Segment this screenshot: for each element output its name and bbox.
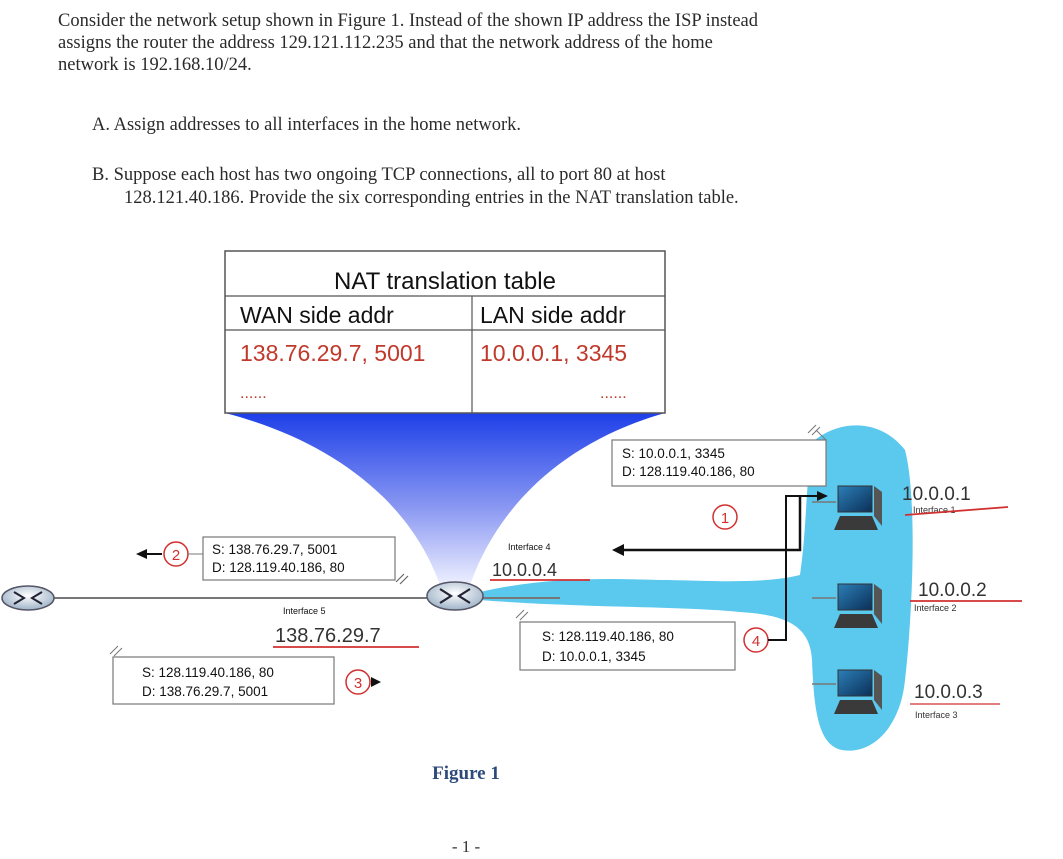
row-lan-value: 10.0.0.1, 3345	[480, 340, 627, 366]
packet-1-destination: D: 128.119.40.186, 80	[622, 464, 755, 479]
question-intro: Consider the network setup shown in Figu…	[58, 10, 978, 76]
nat-cone	[225, 413, 665, 585]
packet-1-arrowhead	[612, 544, 624, 556]
step-1-badge	[712, 504, 738, 530]
packet-3-source: S: 128.119.40.186, 80	[142, 665, 274, 680]
host-2-interface-label: Interface 2	[914, 603, 957, 613]
intro-line-3: network is 192.168.10/24.	[58, 55, 252, 75]
row-wan-value: 138.76.29.7, 5001	[240, 340, 425, 366]
nat-table: NAT translation table WAN side addr LAN …	[224, 250, 666, 414]
host-1-address: 10.0.0.1	[902, 484, 971, 505]
interface-4-label: Interface 4	[508, 542, 551, 552]
packet-1: S: 10.0.0.1, 3345 D: 128.119.40.186, 80	[611, 424, 827, 487]
step-3-arrowhead	[371, 677, 381, 687]
col-wan-header: WAN side addr	[240, 302, 394, 328]
nat-router-icon	[426, 581, 484, 611]
step-3-label: 3	[354, 675, 362, 692]
host-3-computer-icon	[834, 669, 882, 714]
figure-caption: Figure 1	[432, 763, 500, 784]
intro-line-1: Consider the network setup shown in Figu…	[58, 11, 758, 31]
step-3-badge	[345, 669, 371, 695]
intro-line-2: assigns the router the address 129.121.1…	[58, 33, 713, 53]
ellipsis-wan: ......	[240, 385, 267, 402]
host-1-interface-label: Interface 1	[913, 505, 956, 515]
interface-4-address: 10.0.0.4	[492, 560, 557, 580]
host-3-address: 10.0.0.3	[914, 682, 983, 703]
step-2-label: 2	[172, 547, 180, 564]
step-4-connector	[768, 495, 818, 641]
step-4-arrowhead	[817, 491, 828, 501]
host-1-underline	[904, 506, 1009, 516]
ellipsis-lan: ......	[600, 385, 627, 402]
packet-3: S: 128.119.40.186, 80 D: 138.76.29.7, 50…	[109, 645, 335, 705]
host-3-interface-label: Interface 3	[915, 710, 958, 720]
packet-2-source: S: 138.76.29.7, 5001	[212, 542, 337, 557]
packet-4: S: 128.119.40.186, 80 D: 10.0.0.1, 3345	[515, 609, 736, 671]
packet-1-source: S: 10.0.0.1, 3345	[622, 446, 725, 461]
host-1-computer-icon	[834, 485, 882, 530]
part-b-line-2: 128.121.40.186. Provide the six correspo…	[124, 188, 739, 208]
interface-5-address: 138.76.29.7	[275, 625, 381, 647]
host-2-address: 10.0.0.2	[918, 580, 987, 601]
page-number: - 1 -	[452, 837, 481, 856]
packet-2-destination: D: 128.119.40.186, 80	[212, 560, 345, 575]
packet-1-arrow	[622, 495, 802, 552]
step-2-arrowhead	[136, 549, 147, 559]
packet-4-source: S: 128.119.40.186, 80	[542, 629, 674, 644]
step-4-label: 4	[752, 633, 760, 650]
packet-2: S: 138.76.29.7, 5001 D: 128.119.40.186, …	[202, 536, 396, 581]
col-lan-header: LAN side addr	[480, 302, 626, 328]
nat-table-title: NAT translation table	[334, 268, 556, 295]
part-b-line-1: B. Suppose each host has two ongoing TCP…	[92, 165, 666, 185]
remote-router-icon	[1, 585, 55, 611]
wan-break-mark	[395, 573, 409, 585]
lan-cloud	[480, 425, 913, 751]
host-2-computer-icon	[834, 583, 882, 628]
interface-5-label: Interface 5	[283, 606, 326, 616]
packet-4-destination: D: 10.0.0.1, 3345	[542, 649, 646, 664]
step-1-label: 1	[721, 510, 729, 527]
packet-3-destination: D: 138.76.29.7, 5001	[142, 684, 268, 699]
part-a: A. Assign addresses to all interfaces in…	[92, 115, 521, 135]
